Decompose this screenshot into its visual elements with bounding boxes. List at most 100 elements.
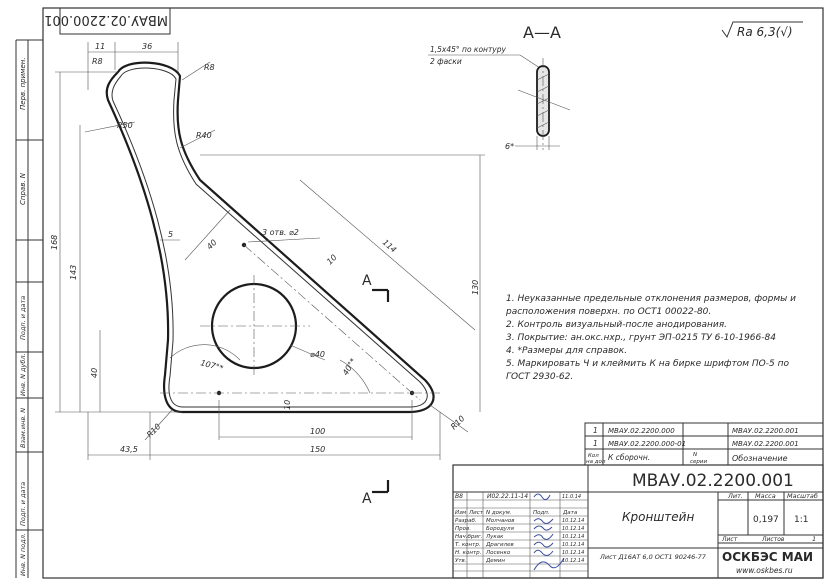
tb-name-nkontr: Лосенко <box>485 550 511 556</box>
tb-date-nkontr: 10.12.14 <box>562 550 584 556</box>
dim-100: 100 <box>310 427 325 436</box>
tb-date-razrab: 10.12.14 <box>562 518 584 524</box>
dim-11: 11 <box>95 42 105 51</box>
title-part-name: Кронштейн <box>622 510 694 524</box>
tb-date-nachbrig: 10.12.14 <box>562 534 584 540</box>
section-dim-6: 6* <box>505 142 514 151</box>
dim-114: 114 <box>381 238 398 255</box>
dim-10-diag: 10 <box>325 253 339 267</box>
bracket-part <box>105 61 440 414</box>
dim-10-vert: 10 <box>283 400 292 410</box>
tb-role-utv: Утв. <box>455 558 467 564</box>
spec-table: 1 МВАУ.02.2200.000 МВАУ.02.2200.001 1 МВ… <box>584 422 824 466</box>
spec-row2-des: МВАУ.02.2200.000-01 <box>608 440 686 448</box>
dim-holes: 3 отв. ⌀2 <box>262 228 299 237</box>
spec-h-seria: серии <box>690 459 707 465</box>
dim-150: 150 <box>310 445 325 454</box>
margin-inv-podl: Инв. N подл. <box>19 533 27 576</box>
tb-role-prov: Пров. <box>455 526 471 532</box>
tb-name-nachbrig: Лукак <box>485 534 504 540</box>
title-h-lit: Лит. <box>727 492 743 500</box>
title-org-name: ОСКБЭС МАИ <box>722 550 813 564</box>
roughness-symbol: Ra 6,3(√) <box>721 21 803 39</box>
dim-130: 130 <box>471 280 480 295</box>
title-listov: 1 <box>812 535 816 543</box>
title-org-url: www.oskbes.ru <box>736 566 793 575</box>
title-scale: 1:1 <box>794 515 808 525</box>
section-note-1: 1,5х45° по контуру <box>430 45 507 54</box>
spec-h-n: N <box>693 452 697 458</box>
tb-ndokum: N докум. <box>486 510 512 516</box>
tb-b8: В8 <box>455 493 463 500</box>
dim-r8-a: R8 <box>92 57 103 66</box>
signatures <box>533 493 565 571</box>
spec-h-obozn: Обозначение <box>732 454 788 463</box>
margin-podp-data-1: Подп. и дата <box>19 296 27 340</box>
margin-perv-primen: Перв. примен. <box>19 57 27 110</box>
note-line-4: 3. Покрытие: ан.окс.нхр., грунт ЭП-0215 … <box>506 333 776 343</box>
spec-h-kol: Кол <box>588 453 599 459</box>
dim-168: 168 <box>50 235 59 250</box>
spec-row2-ref: МВАУ.02.2200.001 <box>732 440 799 448</box>
dim-40-diag: 40 <box>205 238 219 252</box>
spec-row1-des: МВАУ.02.2200.000 <box>608 427 675 435</box>
margin-vzam: Взам.инв. N <box>19 408 27 448</box>
roughness-text: Ra 6,3(√) <box>737 25 793 39</box>
rotated-number-box: МВАУ.02.2200.001 <box>44 7 171 35</box>
dim-5: 5 <box>168 230 173 239</box>
technical-notes: 1. Неуказанные предельные отклонения раз… <box>505 294 796 382</box>
tb-name-utv: Демин <box>485 558 505 564</box>
note-line-1: 1. Неуказанные предельные отклонения раз… <box>506 294 796 304</box>
tb-role-tkontr: Т. контр. <box>455 542 481 548</box>
spec-h-k: К сборочн. <box>608 453 650 462</box>
title-h-scale: Масштаб <box>787 492 818 500</box>
title-h-listov: Листов <box>761 536 785 543</box>
margin-inv-dubl: Инв. N дубл. <box>19 353 27 396</box>
dim-angle-107: 107°* <box>199 358 224 373</box>
note-line-7: ГОСТ 2930-62. <box>506 372 573 382</box>
spec-row1-num: 1 <box>593 426 598 435</box>
spec-row2-num: 1 <box>593 439 598 448</box>
spec-h-nadop: на доп <box>586 459 606 465</box>
tb-role-nkontr: Н. контр. <box>455 550 482 556</box>
tb-izm: Изм <box>455 510 466 516</box>
cut-mark-bottom: А <box>362 491 372 507</box>
title-h-list: Лист <box>721 536 738 543</box>
dim-r50: R50 <box>117 121 133 130</box>
title-h-mass: Масса <box>755 492 776 500</box>
margin-sprav: Справ. N <box>19 172 27 205</box>
tb-b8-date: 11.0.14 <box>562 494 581 500</box>
section-note-2: 2 фаски <box>430 57 462 66</box>
tb-podp-h: Подп. <box>533 510 550 516</box>
dimensions: 11 36 R8 R8 R50 R40 168 143 40 5 40 3 от… <box>50 42 485 460</box>
title-mass: 0,197 <box>753 515 779 525</box>
note-line-2: расположения поверхн. по ОСТ1 00022-80. <box>505 307 711 317</box>
cut-marks: А А <box>362 273 390 507</box>
tb-list: Лист <box>468 510 484 516</box>
section-label: А—А <box>523 23 561 42</box>
dim-40-left: 40 <box>90 368 99 378</box>
dim-36: 36 <box>142 42 152 51</box>
tb-date-tkontr: 10.12.14 <box>562 542 584 548</box>
tb-date-utv: 10.12.14 <box>562 558 584 564</box>
tb-b8-doc: И02.22.11-14 <box>487 493 528 500</box>
tb-name-prov: Бородуля <box>486 526 515 532</box>
dim-angle-40: 40°* <box>341 357 358 377</box>
dim-r8-b: R8 <box>204 63 215 72</box>
left-margin-strip: Перв. примен. Справ. N Подп. и дата Инв.… <box>15 39 43 578</box>
margin-podp-data-2: Подп. и дата <box>19 482 27 526</box>
note-line-5: 4. *Размеры для справок. <box>506 346 627 356</box>
title-designation: МВАУ.02.2200.001 <box>632 471 794 491</box>
cut-mark-top: А <box>362 273 372 289</box>
note-line-6: 5. Маркировать Ч и клеймить К на бирке ш… <box>506 359 789 369</box>
inner-frame <box>42 7 824 579</box>
tb-role-razrab: Разраб. <box>455 518 477 524</box>
tb-name-tkontr: Драгилев <box>485 542 514 548</box>
tb-data-h: Дата <box>562 510 578 516</box>
title-material: Лист Д16АТ 6,0 ОСТ1 90246-77 <box>599 553 707 561</box>
tb-role-nachbrig: Нач.бриг. <box>455 534 483 540</box>
spec-row1-ref: МВАУ.02.2200.001 <box>732 427 799 435</box>
tb-date-prov: 10.12.14 <box>562 526 584 532</box>
dim-143: 143 <box>69 265 78 280</box>
